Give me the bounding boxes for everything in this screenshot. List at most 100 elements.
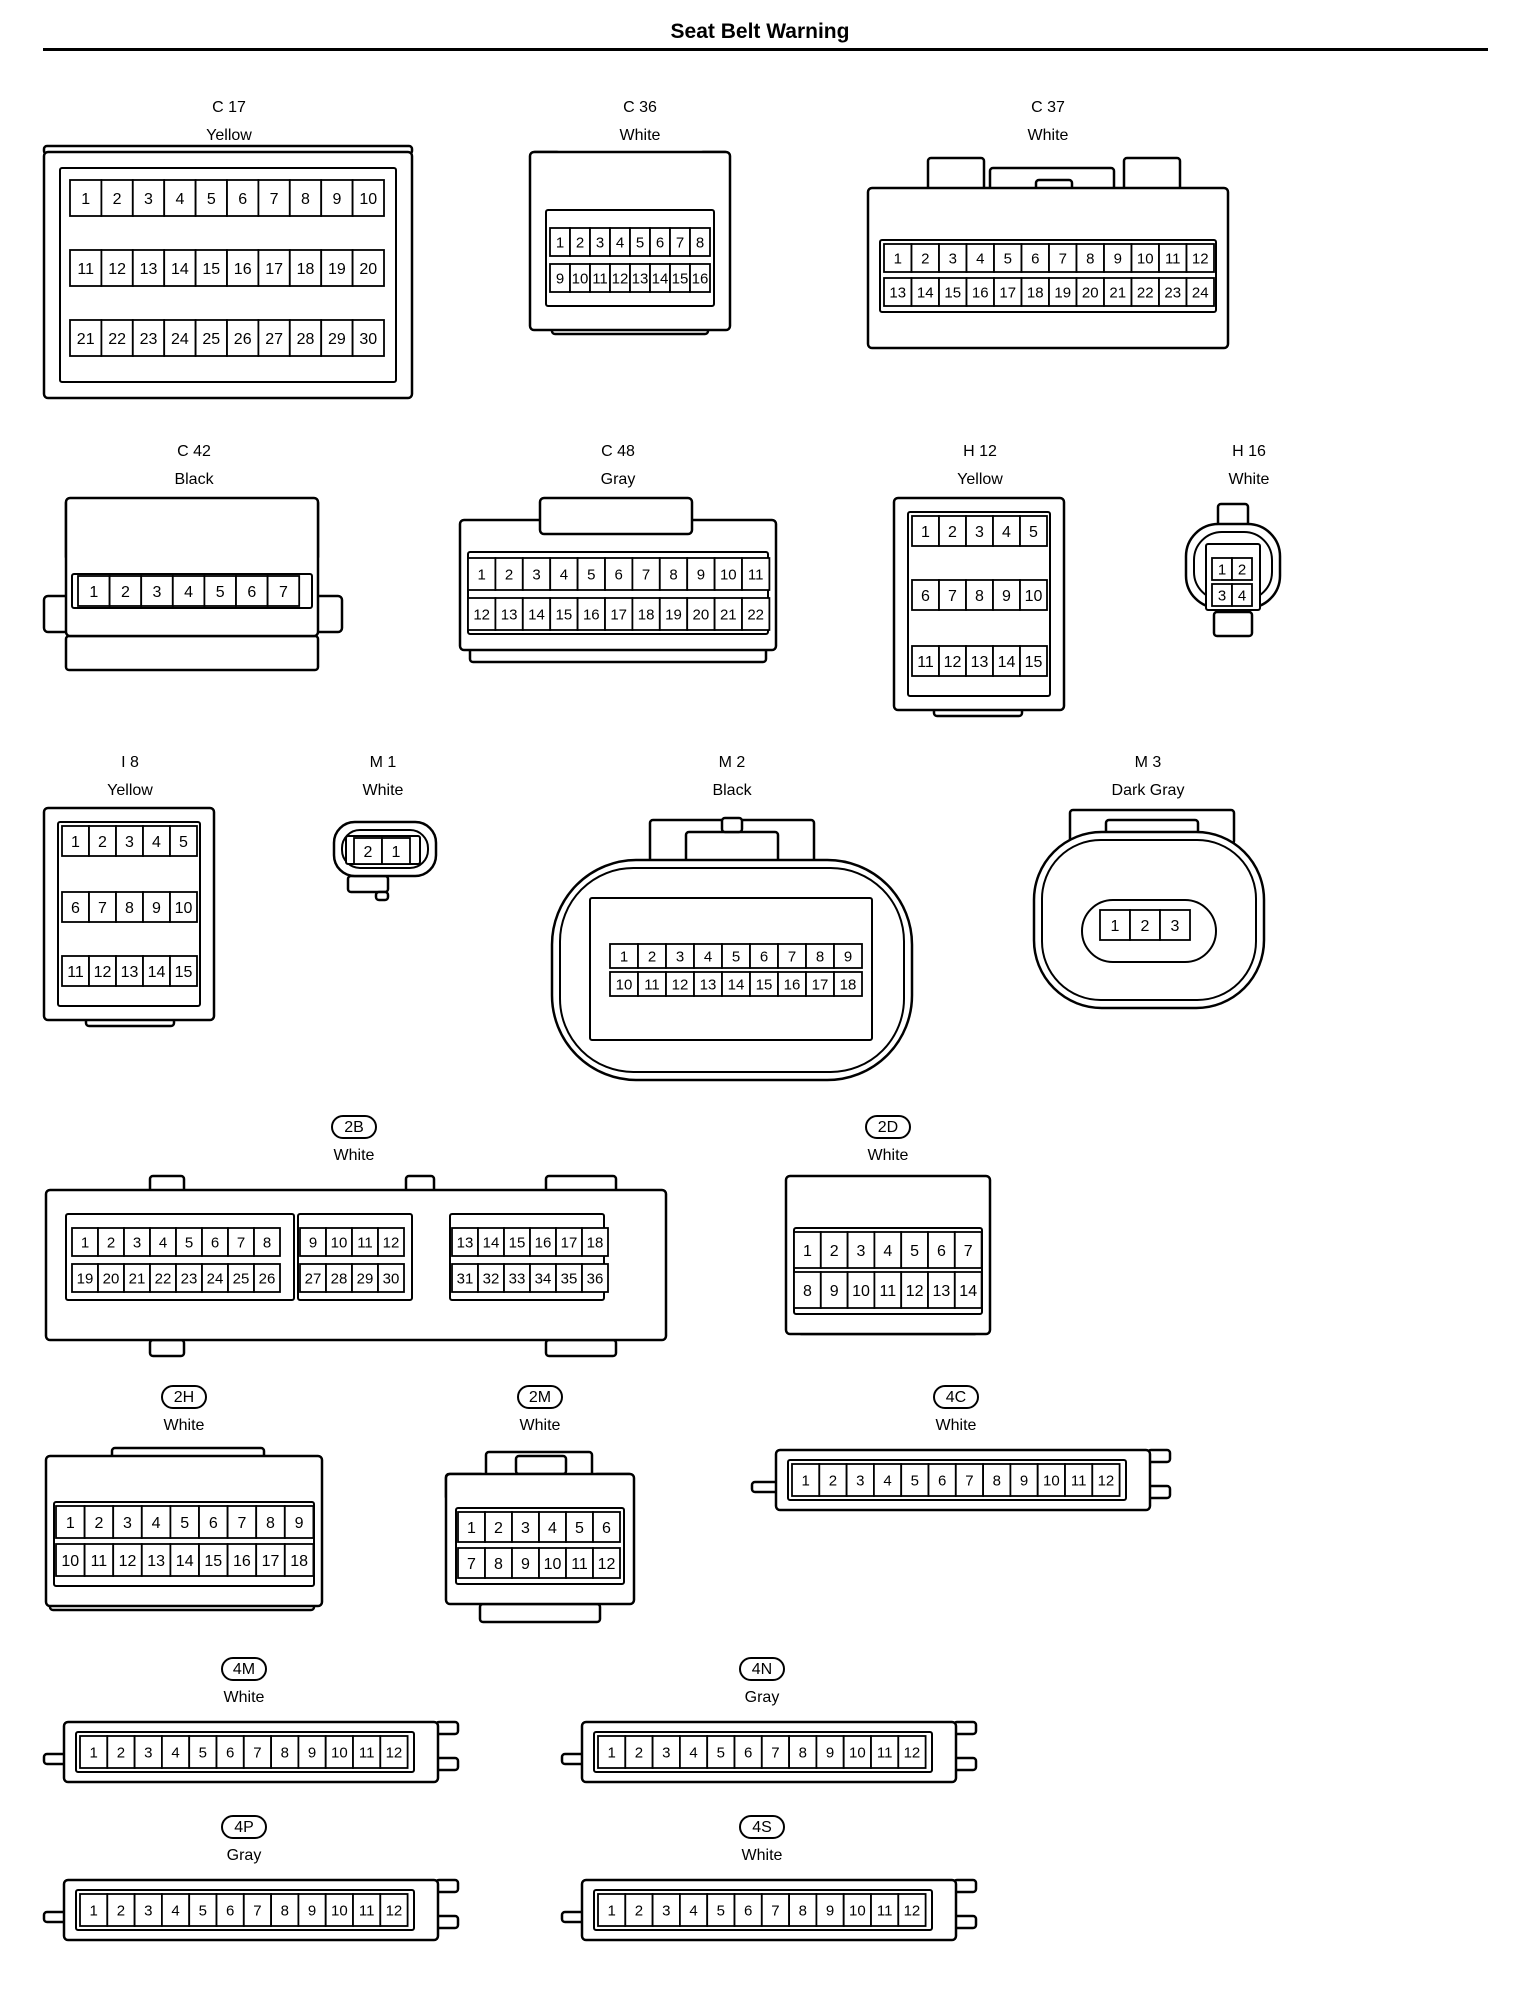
title-rule <box>43 48 1488 51</box>
connector-2d-pin-cell <box>846 1271 876 1309</box>
connector-2h-pin-cell <box>112 1505 143 1539</box>
connector-c37-pin-number: 9 <box>1114 250 1122 267</box>
connector-4s-pin-number: 10 <box>849 1902 866 1919</box>
connector-2d-pin-number: 7 <box>964 1243 973 1260</box>
connector-2h-pin-number: 18 <box>290 1553 308 1570</box>
connector-m3-pin-cell <box>1159 909 1191 941</box>
connector-c42-pin-number: 1 <box>89 584 98 601</box>
connector-c36-color: White <box>620 127 661 144</box>
connector-4n-pin-cell <box>706 1735 736 1769</box>
connector-c42-pin-number: 5 <box>216 584 225 601</box>
connector-m2-pin-cell <box>777 971 807 997</box>
connector-c17-pin-cell <box>194 319 228 357</box>
connector-4s-pin-cell <box>706 1893 736 1927</box>
connector-i8-pin-number: 15 <box>175 964 193 981</box>
connector-4n-pin-number: 1 <box>607 1744 615 1761</box>
connector-2d-pin-number: 14 <box>959 1283 977 1300</box>
connector-i8-color: Yellow <box>107 782 153 799</box>
connector-h12-pin-number: 11 <box>917 654 934 671</box>
connector-c17-pin-cell <box>131 319 166 357</box>
connector-4c-pin-number: 2 <box>829 1472 837 1489</box>
connector-4c-pin-cell <box>954 1463 984 1497</box>
connector-2b-pin-number: 12 <box>383 1234 400 1251</box>
connector-c17-pin-number: 17 <box>265 261 283 278</box>
connector-4p-pin-number: 7 <box>253 1902 261 1919</box>
connector-h12-pin-cell <box>911 515 940 547</box>
connector-c37-pin-cell <box>1130 277 1160 307</box>
connector-c48-pin-cell <box>549 557 579 591</box>
connector-i8-pin-number: 10 <box>175 900 193 917</box>
connector-c17-pin-number: 2 <box>113 191 122 208</box>
connector-c36-pin-number: 3 <box>596 234 604 251</box>
connector-c36-pin-number: 5 <box>636 234 644 251</box>
connector-4m-pin-cell <box>188 1735 218 1769</box>
connector-4s-latch-0 <box>560 1910 586 1924</box>
connector-2m-pin-number: 5 <box>575 1520 584 1537</box>
connector-4p-latch-2 <box>434 1914 460 1930</box>
connector-c17-pin-number: 30 <box>359 331 377 348</box>
connector-4m-pin-number: 9 <box>308 1744 316 1761</box>
connector-m2-pin-number: 4 <box>704 948 712 965</box>
connector-c37-pin-cell <box>910 277 940 307</box>
connector-2b-pin-cell <box>377 1227 405 1257</box>
connector-c48-pin-cell <box>686 557 716 591</box>
connector-c48-pin-cell <box>521 557 552 591</box>
connector-c17-pin-cell <box>288 179 323 217</box>
connector-i8-pin-cell <box>88 891 117 923</box>
connector-c17-pin-cell <box>100 319 134 357</box>
connector-4s-color: White <box>742 1847 783 1864</box>
connector-4n-pin-cell <box>624 1735 654 1769</box>
connector-2h-pin-cell <box>226 1505 258 1539</box>
connector-c17-pin-cell <box>163 249 197 287</box>
connector-c17-pin-number: 5 <box>207 191 216 208</box>
connector-m2-pin-cell <box>721 943 751 969</box>
connector-m2-pin-number: 17 <box>812 976 829 993</box>
connector-2m-pin-cell <box>484 1547 513 1579</box>
connector-c17-pin-number: 22 <box>108 331 126 348</box>
connector-2b-pin-cell <box>477 1263 505 1293</box>
connector-c17-pin-cell <box>194 249 228 287</box>
connector-c36-pin-number: 14 <box>652 270 669 287</box>
connector-4p-pin-number: 6 <box>226 1902 234 1919</box>
connector-4c-pin-number: 6 <box>938 1472 946 1489</box>
connector-4s-pin-number: 1 <box>607 1902 615 1919</box>
connector-c17-color: Yellow <box>206 127 252 144</box>
connector-c17-pin-cell <box>226 179 260 217</box>
connector-2b-pin-cell <box>325 1227 353 1257</box>
connector-i8-pin-cell <box>169 891 198 923</box>
connector-4s-id-badge <box>739 1815 785 1839</box>
connector-m1-color: White <box>363 782 404 799</box>
connector-2b-pin-number: 36 <box>587 1270 604 1287</box>
connector-c17-pin-number: 7 <box>270 191 279 208</box>
connector-2h-pin-number: 17 <box>262 1553 280 1570</box>
connector-i8-pin-number: 8 <box>125 900 134 917</box>
connector-4p-pin-cell <box>242 1893 273 1927</box>
connector-m1-pin-number: 1 <box>392 844 401 861</box>
connector-2h-pin-cell <box>283 1543 315 1577</box>
connector-c17-id: C 17 <box>212 99 246 116</box>
connector-m3-id: M 3 <box>1135 754 1162 771</box>
connector-c17-pin-number: 1 <box>81 191 90 208</box>
connector-c48-pin-cell <box>576 557 606 591</box>
connector-c37-pin-number: 3 <box>949 250 957 267</box>
connector-4p-pin-number: 10 <box>331 1902 348 1919</box>
connector-c17-pin-number: 19 <box>328 261 346 278</box>
connector-2b-id-badge <box>331 1115 377 1139</box>
connector-c42-id: C 42 <box>177 443 211 460</box>
connector-2b-pin-cell <box>97 1227 125 1257</box>
connector-2m-color: White <box>520 1417 561 1434</box>
connector-c17-pin-number: 26 <box>234 331 252 348</box>
connector-m2-pin-number: 7 <box>788 948 796 965</box>
connector-m3-housing-rim <box>1041 839 1257 1001</box>
connector-4c-latch-1 <box>1146 1448 1172 1464</box>
connector-2d-pin-cell <box>953 1271 983 1309</box>
connector-4c-pin-number: 10 <box>1043 1472 1060 1489</box>
connector-h12-pin-number: 13 <box>971 654 989 671</box>
connector-4n-pin-number: 4 <box>689 1744 697 1761</box>
connector-c17-pin-cell <box>69 249 103 287</box>
connector-2h-id-badge <box>161 1385 207 1409</box>
